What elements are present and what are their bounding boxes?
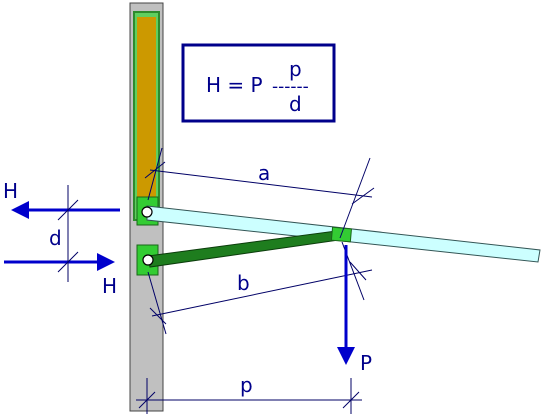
- force-label-h-bottom: H: [102, 274, 117, 298]
- dim-label-b: b: [237, 271, 250, 295]
- dim-a-tick-left: [144, 161, 166, 179]
- dim-label-d: d: [49, 226, 62, 250]
- dim-a-line: [149, 169, 373, 198]
- diagonal-strut: [147, 230, 340, 268]
- lower-pin-icon: [142, 254, 154, 266]
- dim-b-extension-left: [147, 271, 167, 335]
- upper-pin-icon: [141, 206, 153, 218]
- dim-b-tick-left: [149, 307, 167, 325]
- dim-p-tick-left: [138, 391, 156, 409]
- dim-d-tick-bottom: [57, 251, 79, 273]
- formula-box: [181, 43, 336, 123]
- dim-a-tick-right: [351, 187, 375, 205]
- force-label-h-top: H: [3, 179, 18, 203]
- formula-fraction-bar: ------: [272, 77, 309, 97]
- formula-lhs: H = P: [206, 73, 263, 97]
- dim-b-line: [151, 269, 373, 317]
- dim-label-p: p: [240, 373, 253, 397]
- dim-a-extension-right: [339, 157, 371, 239]
- mounting-panel-fill: [137, 17, 156, 217]
- load-label-p: P: [360, 351, 372, 375]
- formula-denominator: d: [289, 92, 302, 116]
- dim-d-tick-top: [57, 199, 79, 221]
- dim-a-extension-left: [147, 147, 163, 201]
- dim-label-a: a: [258, 161, 270, 185]
- dim-p-tick-right: [342, 391, 360, 409]
- dim-b-tick-right: [349, 261, 367, 281]
- formula-numerator: p: [289, 57, 302, 81]
